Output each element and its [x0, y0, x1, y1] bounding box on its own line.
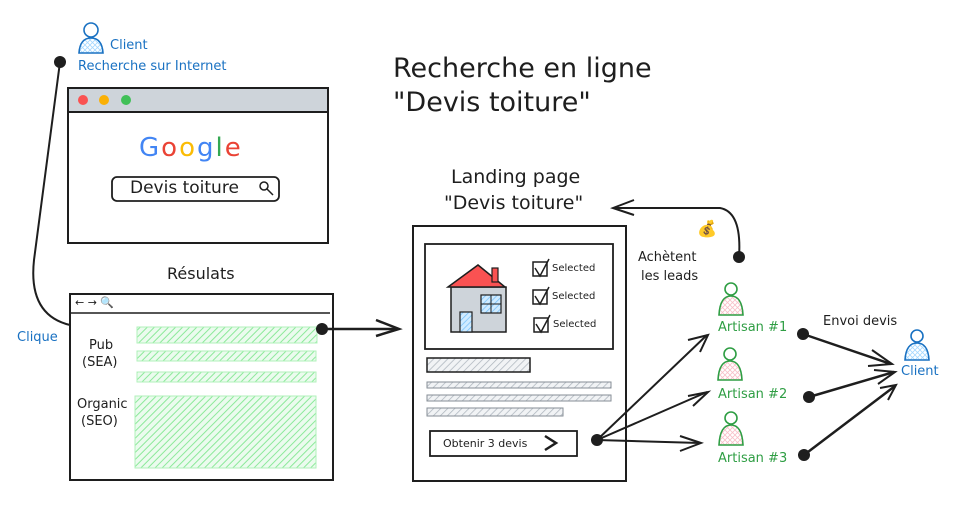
google-browser-window	[67, 87, 329, 244]
checkbox-label-3[interactable]: Selected	[553, 319, 597, 330]
logo-letter: o	[179, 133, 197, 163]
artisan-2-label: Artisan #2	[718, 387, 788, 402]
browser-nav-icons: ← → 🔍	[75, 296, 115, 309]
checkbox-label-1[interactable]: Selected	[552, 263, 596, 274]
checkbox-icons	[532, 258, 551, 334]
money-bag-icon: 💰	[697, 219, 717, 238]
artisan-1-label: Artisan #1	[718, 320, 788, 335]
client-right-label: Client	[901, 364, 939, 379]
google-search-input[interactable]: Devis toiture	[130, 178, 239, 198]
results-label: Résulats	[167, 264, 235, 283]
house-icon	[445, 264, 508, 333]
logo-letter: o	[161, 133, 180, 163]
ad-to-landing-arrow	[316, 318, 403, 338]
client-right-icon	[904, 329, 930, 361]
client-top-label: Client	[110, 38, 148, 53]
search-internet-label: Recherche sur Internet	[78, 59, 227, 74]
artisan-icons	[717, 282, 744, 446]
logo-letter: l	[215, 133, 225, 163]
click-label: Clique	[17, 330, 58, 345]
main-title-line1: Recherche en ligne	[393, 53, 652, 84]
logo-letter: g	[197, 133, 216, 163]
google-logo: Google	[139, 133, 243, 163]
logo-letter: e	[224, 133, 243, 163]
logo-letter: G	[139, 133, 162, 163]
client-top-icon	[78, 22, 104, 54]
cta-to-artisans-arrows	[591, 333, 712, 452]
send-quotes-label: Envoi devis	[823, 314, 898, 329]
pub-label: Pub	[89, 338, 114, 353]
leads-to-landing-arrow	[610, 199, 745, 263]
landing-title-line1: Landing page	[451, 166, 581, 188]
buy-leads-line1: Achètent	[638, 250, 697, 265]
buy-leads-line2: les leads	[641, 269, 699, 284]
artisan-3-label: Artisan #3	[718, 451, 788, 466]
organic-label: Organic	[77, 397, 128, 412]
magnifier-icon	[259, 181, 274, 196]
chevron-right-icon	[544, 434, 559, 452]
results-browser-window	[69, 293, 334, 481]
seo-label: (SEO)	[81, 414, 118, 429]
sea-label: (SEA)	[82, 355, 118, 370]
checkbox-label-2[interactable]: Selected	[552, 291, 596, 302]
main-title-line2: "Devis toiture"	[393, 87, 591, 118]
landing-title-line2: "Devis toiture"	[444, 192, 584, 214]
cta-button[interactable]: Obtenir 3 devis	[443, 437, 528, 450]
artisans-to-client-arrows	[797, 328, 898, 461]
landing-page-frame	[412, 225, 627, 482]
